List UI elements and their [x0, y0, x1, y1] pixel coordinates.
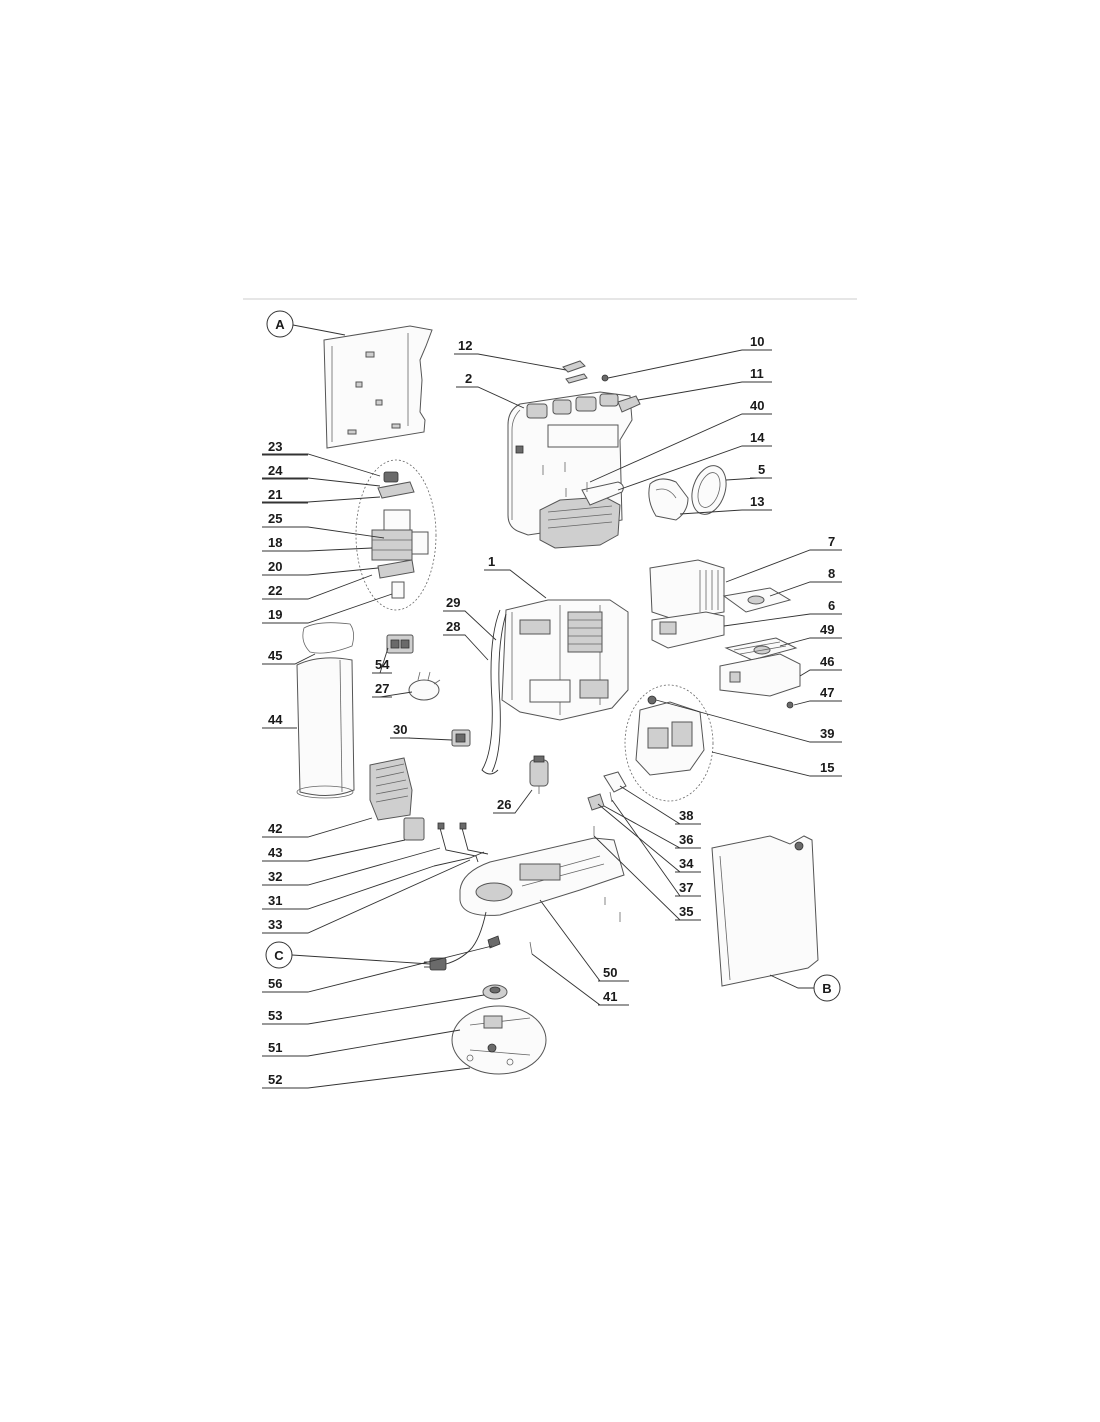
power-cord-c — [424, 911, 487, 971]
tray-6 — [651, 611, 725, 649]
label-37: 37 — [679, 880, 693, 895]
label-24: 24 — [268, 463, 283, 478]
label-23: 23 — [268, 439, 282, 454]
label-54: 54 — [375, 657, 390, 672]
label-14: 14 — [750, 430, 765, 445]
gasket-45 — [302, 622, 354, 654]
label-13: 13 — [750, 494, 764, 509]
part-11 — [617, 395, 641, 413]
label-41: 41 — [603, 989, 617, 1004]
label-18: 18 — [268, 535, 282, 550]
label-19: 19 — [268, 607, 282, 622]
drip-group-ellipse — [624, 684, 714, 802]
pcb-42 — [369, 757, 413, 821]
grate-8 — [722, 587, 792, 613]
label-40: 40 — [750, 398, 764, 413]
tube-29 — [481, 609, 501, 775]
label-33: 33 — [268, 917, 282, 932]
label-36: 36 — [679, 832, 693, 847]
label-43: 43 — [268, 845, 282, 860]
cord-clamp-56 — [487, 935, 501, 949]
callout-a: A — [266, 310, 294, 338]
label-6: 6 — [828, 598, 835, 613]
label-11: 11 — [750, 366, 764, 381]
callout-c-text: C — [274, 948, 284, 963]
label-47: 47 — [820, 685, 834, 700]
label-20: 20 — [268, 559, 282, 574]
label-26: 26 — [497, 797, 511, 812]
label-27: 27 — [375, 681, 389, 696]
label-8: 8 — [828, 566, 835, 581]
switch-30 — [451, 729, 471, 747]
label-45: 45 — [268, 648, 282, 663]
callout-b-text: B — [822, 981, 831, 996]
label-25: 25 — [268, 511, 282, 526]
base-50 — [459, 837, 625, 916]
callout-b: B — [813, 974, 841, 1002]
label-44: 44 — [268, 712, 283, 727]
label-35: 35 — [679, 904, 693, 919]
drip-group-15 — [635, 695, 705, 776]
label-32: 32 — [268, 869, 282, 884]
part-47 — [786, 701, 794, 709]
label-46: 46 — [820, 654, 834, 669]
callout-c: C — [265, 941, 293, 969]
label-53: 53 — [268, 1008, 282, 1023]
label-52: 52 — [268, 1072, 282, 1087]
label-34: 34 — [679, 856, 694, 871]
tray-7 — [649, 559, 725, 621]
label-56: 56 — [268, 976, 282, 991]
tray-46 — [719, 653, 801, 697]
label-29: 29 — [446, 595, 460, 610]
side-panel-a — [323, 325, 433, 449]
pump-assembly — [371, 471, 429, 599]
frame-1 — [501, 599, 629, 721]
tube-28 — [491, 613, 507, 773]
label-30: 30 — [393, 722, 407, 737]
part-labels: 23 24 21 25 18 20 22 19 45 44 42 43 32 3… — [262, 334, 842, 1089]
grate-49 — [724, 637, 798, 661]
label-28: 28 — [446, 619, 460, 634]
label-12: 12 — [458, 338, 472, 353]
label-21: 21 — [268, 487, 282, 502]
part-38 — [603, 771, 627, 793]
label-15: 15 — [820, 760, 834, 775]
part-53 — [482, 984, 508, 1000]
label-51: 51 — [268, 1040, 282, 1055]
part-12 — [562, 360, 588, 384]
bottom-plate-51 — [451, 1005, 547, 1075]
cables-31-32-33 — [433, 822, 489, 867]
thermostat-27 — [408, 671, 441, 701]
label-42: 42 — [268, 821, 282, 836]
label-31: 31 — [268, 893, 282, 908]
label-10: 10 — [750, 334, 764, 349]
pump-group-ellipse — [355, 459, 437, 611]
label-39: 39 — [820, 726, 834, 741]
part-5 — [691, 465, 727, 515]
part-37 — [609, 791, 613, 803]
label-49: 49 — [820, 622, 834, 637]
part-34-36 — [587, 793, 605, 811]
label-7: 7 — [828, 534, 835, 549]
main-body-2 — [507, 391, 633, 549]
tank-44 — [296, 657, 355, 799]
screw-41 — [529, 941, 533, 955]
part-13 — [648, 478, 689, 521]
label-22: 22 — [268, 583, 282, 598]
label-1: 1 — [488, 554, 495, 569]
label-50: 50 — [603, 965, 617, 980]
part-43 — [403, 817, 425, 841]
switch-54 — [386, 634, 414, 654]
label-2: 2 — [465, 371, 472, 386]
label-38: 38 — [679, 808, 693, 823]
callout-a-text: A — [275, 317, 285, 332]
valve-26 — [529, 755, 549, 794]
label-5: 5 — [758, 462, 765, 477]
part-10 — [601, 374, 609, 382]
door-b — [711, 835, 819, 987]
